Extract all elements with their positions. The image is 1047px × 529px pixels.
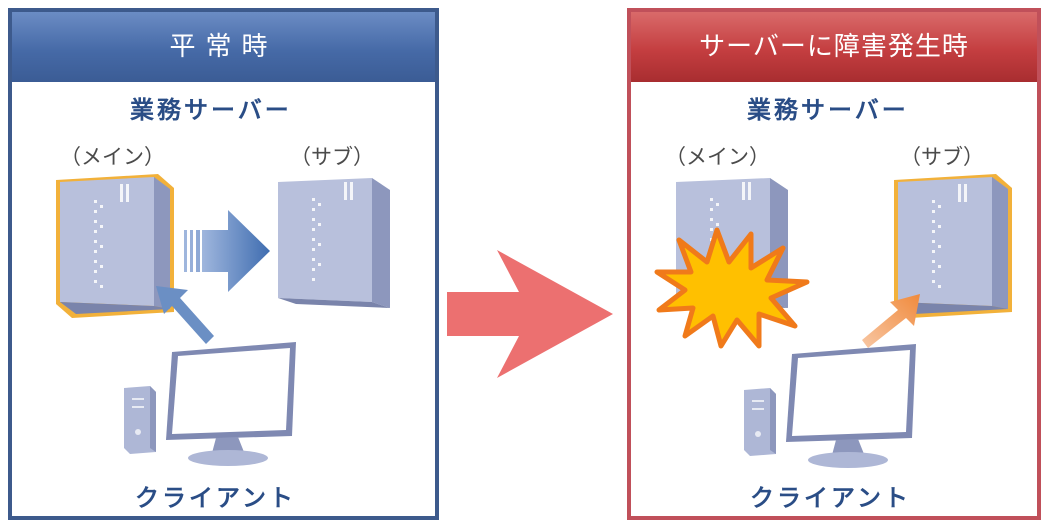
fault-sub-label: （サブ） bbox=[900, 145, 984, 169]
sub-server-icon bbox=[278, 178, 390, 308]
fault-group-label: 業務サーバー bbox=[747, 96, 909, 124]
failover-arrow-icon bbox=[862, 294, 920, 348]
active-sub-server-icon bbox=[894, 174, 1012, 318]
main-server-icon bbox=[56, 174, 174, 318]
client-computer-icon bbox=[124, 342, 296, 466]
connection-arrow-icon bbox=[156, 286, 214, 344]
fault-main-label: （メイン） bbox=[665, 145, 770, 169]
transition-arrow-icon bbox=[447, 250, 613, 378]
sync-arrow-icon bbox=[184, 210, 270, 292]
normal-group-label: 業務サーバー bbox=[130, 96, 292, 124]
fault-client-label: クライアント bbox=[750, 484, 912, 512]
fault-client-computer-icon bbox=[744, 344, 916, 468]
normal-sub-label: （サブ） bbox=[290, 145, 374, 169]
fault-panel-title: サーバーに障害発生時 bbox=[631, 12, 1037, 82]
normal-panel-title: 平常時 bbox=[12, 12, 435, 82]
normal-client-label: クライアント bbox=[135, 484, 297, 512]
normal-main-label: （メイン） bbox=[60, 145, 165, 169]
explosion-icon bbox=[654, 227, 810, 349]
